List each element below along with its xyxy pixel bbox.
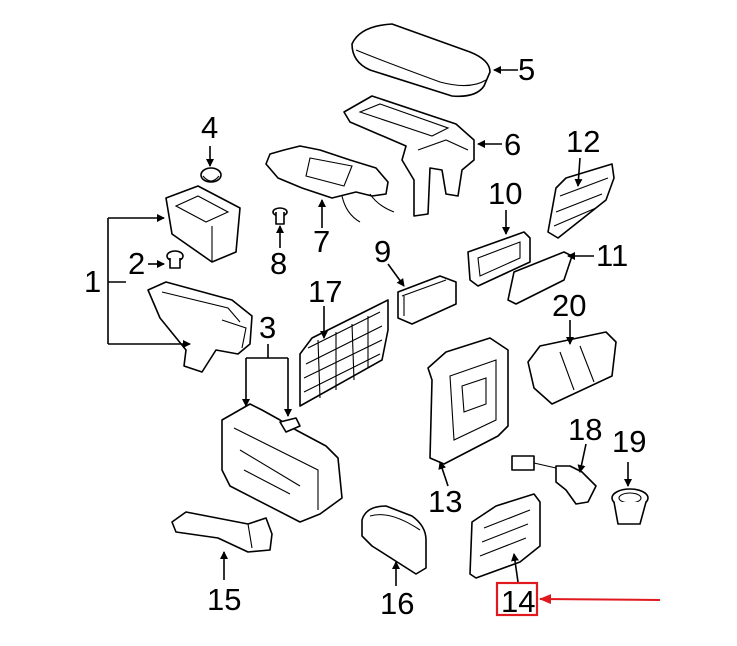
part-13-rear-panel [427,337,509,465]
highlight-arrow [539,594,661,605]
leader-12 [574,157,583,187]
leader-lines [107,66,632,586]
part-15-duct [171,511,273,553]
callout-16: 16 [380,586,414,621]
callout-10: 10 [488,176,522,211]
callout-13: 13 [428,484,462,519]
callout-17: 17 [308,274,342,309]
callout-4: 4 [201,110,218,145]
callout-11: 11 [596,238,628,273]
callout-2: 2 [128,246,145,281]
leader-14 [511,553,519,583]
part-5-armrest-lid [351,23,491,98]
part-12-grille [547,163,615,239]
part-2-button [166,250,184,269]
part-1-storage-bin [165,185,241,263]
leader-18 [577,443,587,473]
part-14-bezel [469,493,541,579]
callout-20: 20 [552,288,586,323]
callout-3: 3 [259,310,276,345]
part-7-bin-frame [265,145,395,223]
part-8-screw [272,207,288,225]
part-3-clip [279,417,301,433]
callout-14: 14 [501,584,535,619]
callout-9: 9 [374,234,391,269]
part-16-unit [361,505,427,575]
part-18-connector [511,455,597,505]
part-10-panel [467,231,531,287]
callout-6: 6 [504,127,521,162]
callout-12: 12 [566,124,600,159]
part-11-panel [507,251,573,305]
leader-13 [438,461,449,487]
callout-5: 5 [518,52,535,87]
callout-8: 8 [270,246,287,281]
callout-labels: 1 2 3 4 5 6 7 8 9 10 11 12 13 14 15 16 1… [84,52,646,621]
part-6-lid-tray [343,95,475,217]
part-4-knob [200,167,222,183]
callout-1: 1 [84,264,101,299]
part-1-rear-trim [147,281,253,373]
part-19-cup-ring [611,488,649,525]
part-20-vent [527,331,617,405]
callout-19: 19 [612,424,646,459]
callout-7: 7 [313,224,330,259]
callout-15: 15 [207,582,241,617]
callout-18: 18 [568,412,602,447]
highlight-box [495,581,539,617]
leader-9 [387,263,405,287]
part-3-console-body [221,403,343,523]
part-9-module [397,275,457,325]
part-17-lattice-panel [299,299,389,407]
highlight-part-14 [495,581,661,617]
